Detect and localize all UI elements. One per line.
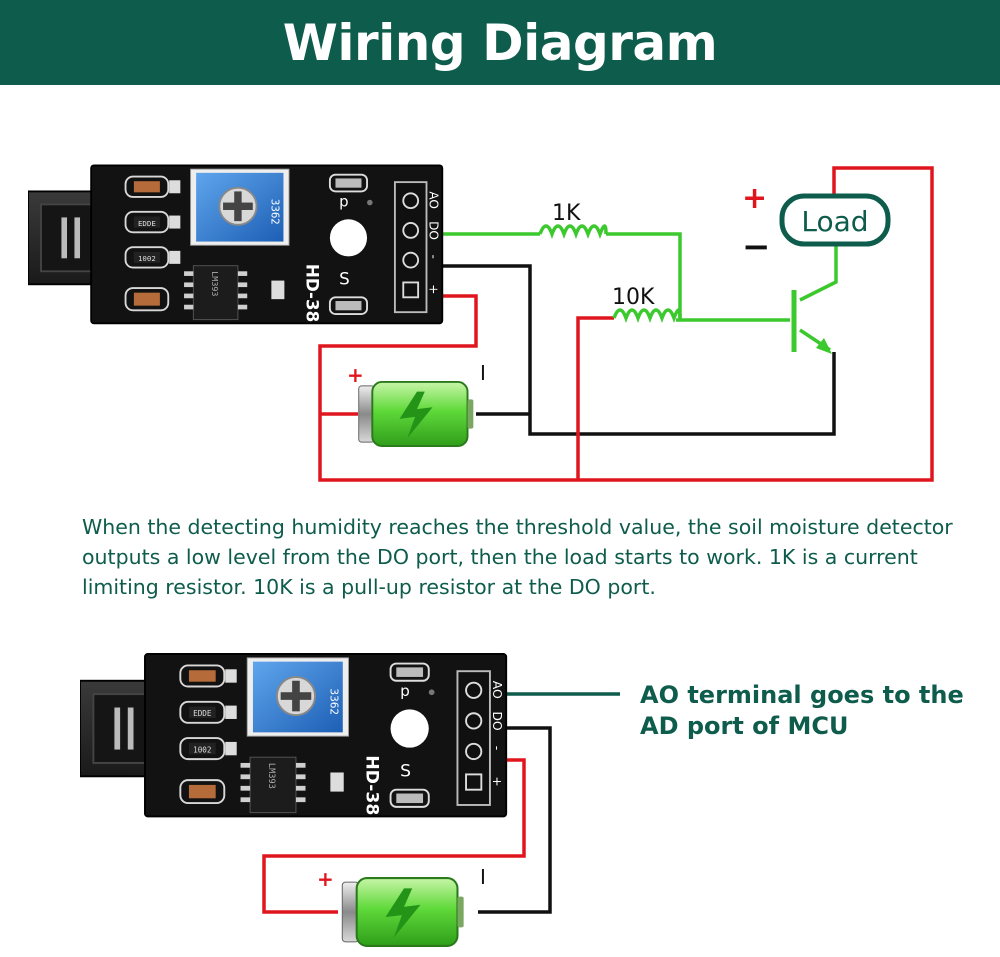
wire-load-to-collector [799, 246, 838, 302]
soil-sensor-module [28, 164, 444, 325]
wire-10k-red [576, 316, 614, 480]
battery-icon [358, 380, 475, 448]
load-box: Load [779, 193, 891, 247]
battery-minus-sign: I [480, 361, 486, 385]
wire-vcc-red [318, 166, 934, 482]
load-minus-sign: − [742, 227, 771, 267]
battery-plus-sign-2: + [317, 867, 334, 891]
load-label: Load [801, 205, 868, 238]
battery-minus-sign-2: I [480, 865, 486, 889]
ao-note-line-1: AO terminal goes to the [640, 681, 964, 709]
ao-terminal-note: AO terminal goes to the AD port of MCU [640, 680, 964, 742]
transistor-icon [791, 290, 832, 354]
resistor-1k-coil [538, 224, 608, 239]
soil-sensor-module-2 [80, 653, 508, 818]
resistor-10k-coil [612, 308, 682, 323]
description-text: When the detecting humidity reaches the … [82, 512, 962, 602]
load-plus-sign: + [742, 181, 767, 216]
diagram-1: 1K 10K Load + − + I [28, 164, 934, 482]
battery-plus-sign: + [347, 363, 364, 387]
description-line-1: When the detecting humidity reaches the … [82, 515, 953, 539]
diagram-2: + I [80, 653, 620, 948]
description-line-2: outputs a low level from the DO port, th… [82, 545, 918, 569]
resistor-1k-label: 1K [552, 201, 581, 226]
wire-vcc-red-2 [262, 758, 526, 914]
wire-gnd-black-2 [478, 726, 552, 914]
wire-gnd-black [432, 264, 836, 436]
wire-1k-to-junction [606, 232, 682, 320]
description-line-3: limiting resistor. 10K is a pull-up resi… [82, 575, 656, 599]
battery-icon-2 [341, 876, 465, 948]
header-banner: Wiring Diagram [0, 0, 1000, 85]
page-title: Wiring Diagram [282, 13, 718, 72]
ao-note-line-2: AD port of MCU [640, 712, 849, 740]
resistor-10k-label: 10K [612, 285, 655, 310]
